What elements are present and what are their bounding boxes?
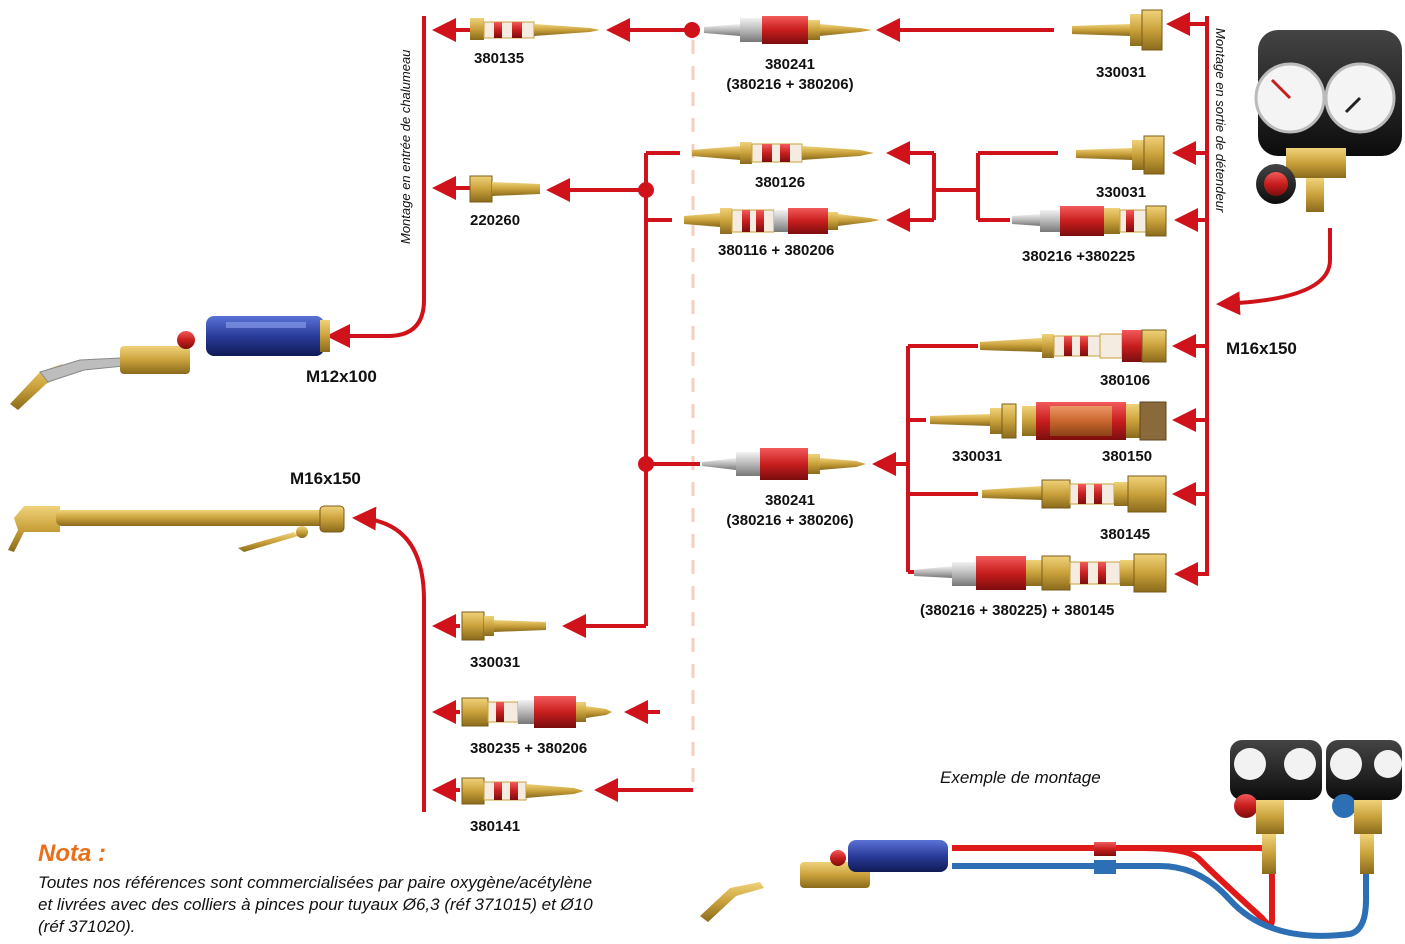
label-380235-380206: 380235 + 380206 [470, 740, 588, 757]
label-330031-mid: 330031 [1096, 184, 1147, 201]
label-380216-380225: 380216 +380225 [1022, 248, 1136, 265]
part-330031-mid-image [1076, 135, 1165, 175]
label-380141: 380141 [470, 818, 521, 835]
label-380126: 380126 [755, 174, 806, 191]
label-380241-mid-sub: (380216 + 380206) [726, 512, 854, 529]
right-arrows [1166, 12, 1207, 586]
part-330031-bottom-image [461, 611, 546, 641]
label-330031-row: 330031 [952, 448, 1003, 465]
part-380216-380225-380145-image [914, 553, 1167, 593]
torch-input-label: Montage en entrée de chalumeau [398, 49, 413, 244]
part-380145-image [982, 475, 1167, 513]
junction-low [638, 456, 654, 472]
label-380150: 380150 [1102, 448, 1153, 465]
part-380235-image [461, 696, 612, 728]
nota-title: Nota : [38, 840, 106, 867]
regulator-image [1254, 30, 1402, 212]
right-block-branches [872, 344, 978, 574]
label-380216-380225-380145: (380216 + 380225) + 380145 [920, 602, 1115, 619]
example-assembly-image [700, 740, 1402, 939]
part-380216-380225-image [1012, 205, 1167, 237]
part-380116-image [684, 208, 880, 234]
label-m16x150-torch: M16x150 [290, 469, 361, 488]
label-m12x100: M12x100 [306, 367, 377, 386]
torch-small-image [10, 316, 330, 410]
part-380241-mid-image [702, 448, 866, 480]
junction-top [684, 22, 700, 38]
part-380241-top-image [704, 16, 872, 44]
nota-text: Toutes nos références sont commercialisé… [38, 873, 593, 936]
bottom-left-arrows [432, 614, 693, 802]
part-330031-380150-image [930, 401, 1167, 441]
torch-large-image [8, 505, 345, 552]
example-label: Exemple de montage [940, 768, 1101, 787]
label-330031-bottom: 330031 [470, 654, 521, 671]
torch-input-bus [326, 16, 426, 812]
label-380145: 380145 [1100, 526, 1151, 543]
label-m16x150-regulator: M16x150 [1226, 339, 1297, 358]
junction-mid [638, 182, 654, 198]
regulator-output-bus [1205, 16, 1332, 576]
label-380241-top-sub: (380216 + 380206) [726, 76, 854, 93]
part-380135-image [470, 18, 600, 40]
label-380241-mid: 380241 [764, 492, 816, 509]
label-380241-top: 380241 [764, 56, 816, 73]
part-380141-image [461, 777, 584, 805]
part-220260-image [469, 175, 540, 203]
label-380106: 380106 [1100, 372, 1151, 389]
part-380106-image [980, 329, 1167, 363]
label-330031-top: 330031 [1096, 64, 1147, 81]
label-220260: 220260 [470, 212, 521, 229]
regulator-output-label: Montage en sortie de détendeur [1213, 28, 1228, 213]
label-380135: 380135 [474, 50, 525, 67]
middle-branches [432, 141, 1058, 626]
part-330031-top-image [1072, 9, 1163, 51]
label-380116-380206: 380116 + 380206 [718, 242, 835, 259]
part-380126-image [692, 142, 874, 164]
